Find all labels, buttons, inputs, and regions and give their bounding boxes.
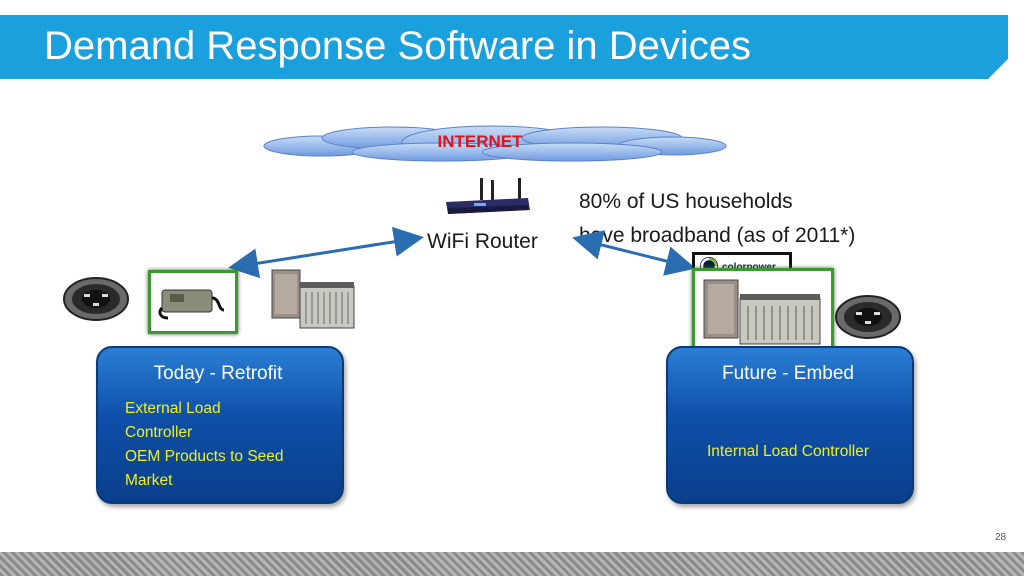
today-retrofit-line: Controller [125, 424, 193, 441]
today-retrofit-box [96, 346, 344, 504]
bottom-stripe [0, 552, 1024, 576]
outlet-icon-right [835, 295, 901, 339]
outlet-icon-left [63, 277, 129, 321]
today-retrofit-line: External Load [125, 400, 221, 417]
colorpower-logo-text: colorpower [722, 262, 776, 273]
today-retrofit-line: Market [125, 472, 173, 489]
today-retrofit-title: Today - Retrofit [153, 363, 283, 384]
internet-label: INTERNET [437, 132, 523, 151]
future-embed-title: Future - Embed [722, 363, 854, 384]
wifi-router-label: WiFi Router [427, 230, 538, 253]
load-controller-icon [158, 289, 224, 320]
hvac-unit-icon-left [271, 269, 355, 329]
page-number: 28 [995, 532, 1007, 543]
future-embed-line: Internal Load Controller [707, 443, 869, 460]
internet-cloud [263, 125, 727, 162]
connection-arrows [228, 226, 696, 279]
arrow-router-to-embed [572, 230, 696, 276]
arrow-router-to-retrofit [228, 226, 424, 279]
title-bar [0, 15, 1008, 79]
broadband-stat-line1: 80% of US households [579, 190, 793, 213]
wifi-router-icon [446, 178, 530, 214]
future-embed-box [666, 346, 914, 504]
hvac-unit-icon-right [703, 279, 821, 345]
svg-text:colorpower: colorpower [722, 262, 776, 273]
today-retrofit-line: OEM Products to Seed [125, 448, 284, 465]
page-title: Demand Response Software in Devices [44, 24, 752, 68]
